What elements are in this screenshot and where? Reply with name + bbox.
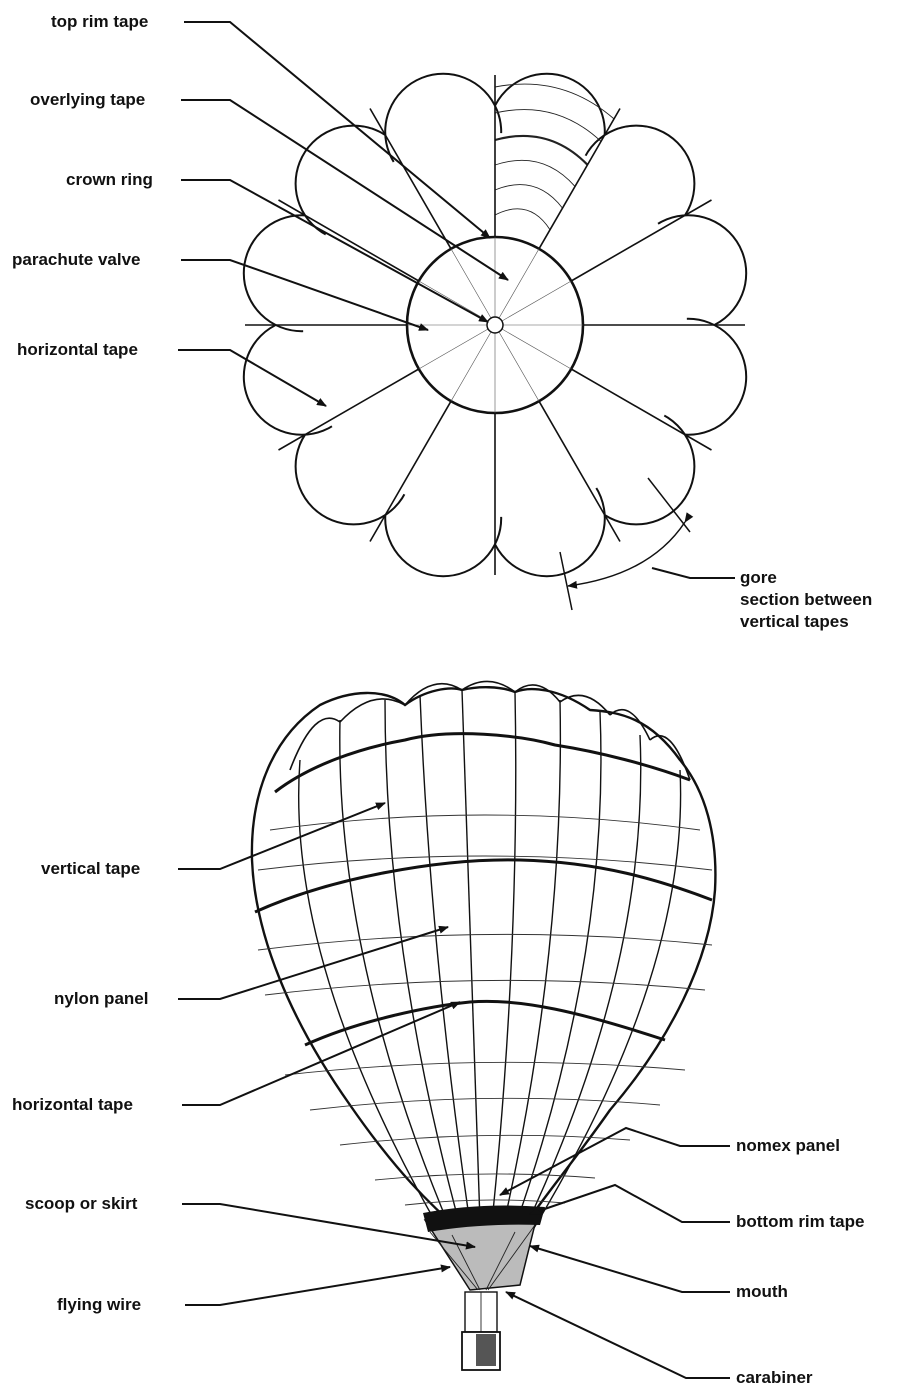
leader-gore (652, 568, 735, 578)
horizontal-tape-middle (305, 1001, 665, 1045)
side-view-balloon (252, 681, 716, 1370)
label-gore: gore (740, 568, 777, 588)
top-view-balloon (244, 74, 746, 610)
side-vertical-tape (340, 720, 450, 1228)
leader-bottom-rim-tape (530, 1185, 730, 1222)
side-vertical-tape (420, 695, 470, 1224)
label-horizontal-tape-top: horizontal tape (17, 340, 138, 360)
side-view-vertical-tapes (299, 690, 681, 1230)
crown-ring-shape (487, 317, 503, 333)
envelope-outline (252, 687, 716, 1232)
label-top-rim-tape: top rim tape (51, 12, 148, 32)
horizontal-tape-top (275, 734, 690, 792)
label-mouth: mouth (736, 1282, 788, 1302)
side-panel-seam (265, 980, 705, 995)
side-lobe-cap (405, 684, 462, 705)
horizontal-tape-upper (255, 860, 712, 912)
label-bottom-rim-tape: bottom rim tape (736, 1212, 864, 1232)
side-view-horizontal-lines (258, 681, 712, 1205)
side-lobe-cap (290, 718, 340, 770)
side-vertical-tape (492, 692, 516, 1222)
side-panel-seam (258, 934, 712, 950)
label-parachute-valve: parachute valve (12, 250, 141, 270)
side-vertical-tape (504, 700, 560, 1223)
side-panel-seam (310, 1098, 660, 1110)
label-overlying-tape: overlying tape (30, 90, 145, 110)
leader-carabiner (506, 1292, 730, 1378)
label-vertical-tape: vertical tape (41, 859, 140, 879)
side-vertical-tape (299, 760, 440, 1230)
leader-mouth (530, 1246, 730, 1292)
side-lobe-cap (340, 699, 405, 722)
leader-nylon-panel (178, 927, 448, 999)
leader-horizontal-tape-side (182, 1002, 460, 1105)
side-lobe-cap (515, 685, 560, 702)
label-horizontal-tape-side: horizontal tape (12, 1095, 133, 1115)
label-gore-section: section between (740, 590, 872, 610)
leader-vertical-tape (178, 803, 385, 869)
label-gore-vertical-tapes: vertical tapes (740, 612, 849, 632)
label-nomex-panel: nomex panel (736, 1136, 840, 1156)
side-panel-seam (285, 1062, 685, 1075)
label-scoop-or-skirt: scoop or skirt (25, 1194, 137, 1214)
label-crown-ring: crown ring (66, 170, 153, 190)
label-nylon-panel: nylon panel (54, 989, 148, 1009)
label-carabiner: carabiner (736, 1368, 813, 1388)
label-flying-wire: flying wire (57, 1295, 141, 1315)
side-panel-seam (258, 856, 712, 870)
side-vertical-tape (462, 690, 480, 1222)
leader-flying-wire (185, 1267, 450, 1305)
